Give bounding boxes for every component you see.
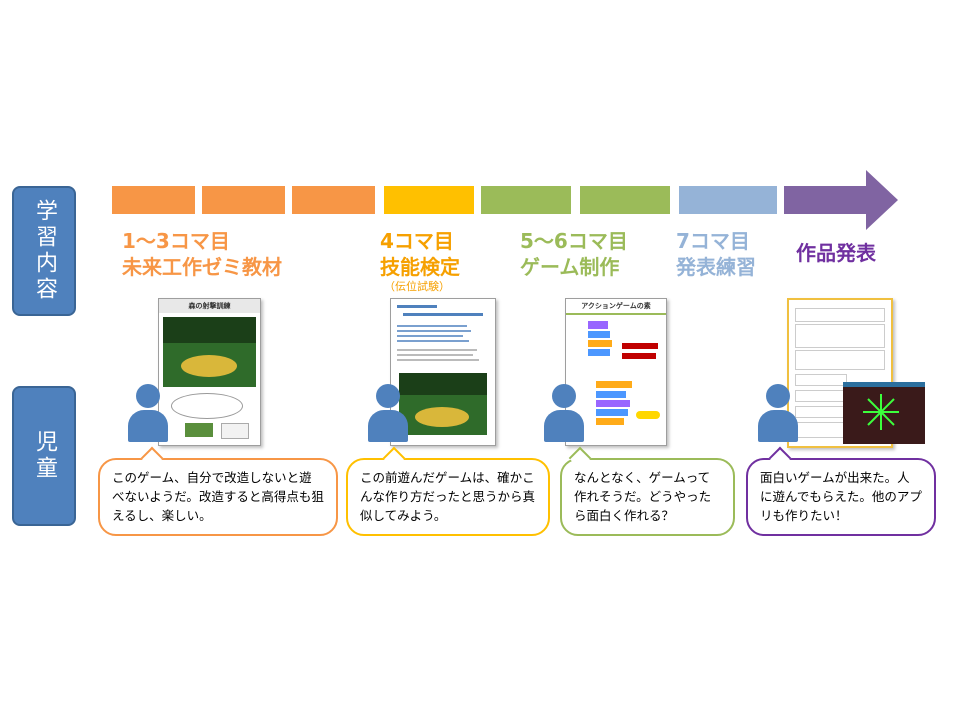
timeline-segment <box>202 186 285 214</box>
phase-label-4: 7コマ目発表練習 <box>676 229 756 279</box>
phase-label-1: 1～3コマ目未来工作ゼミ教材 <box>122 229 282 279</box>
student-icon <box>758 384 798 442</box>
timeline-segment <box>384 186 474 214</box>
timeline-arrow-icon <box>784 170 898 230</box>
phase-label-3: 5～6コマ目ゲーム制作 <box>520 229 628 279</box>
worksheet-thumbnail-2 <box>390 298 496 446</box>
student-icon <box>368 384 408 442</box>
phase-label-2: 4コマ目技能検定 （伝位試験） <box>380 229 460 293</box>
timeline-segment <box>679 186 777 214</box>
speech-bubble-2: この前遊んだゲームは、確かこんな作り方だったと思うから真似してみよう。 <box>346 458 550 536</box>
student-icon <box>128 384 168 442</box>
student-icon <box>544 384 584 442</box>
phase-sublabel: （伝位試験） <box>384 280 450 293</box>
timeline-segment <box>112 186 195 214</box>
phase-label-5: 作品発表 <box>796 241 876 265</box>
game-screenshot <box>399 373 487 435</box>
game-screen-image <box>843 382 925 444</box>
speech-bubble-4: 面白いゲームが出来た。人に遊んでもらえた。他のアプリも作りたい！ <box>746 458 936 536</box>
timeline-segment <box>481 186 571 214</box>
worksheet-thumbnail-1: 森の射撃訓練 <box>158 298 261 446</box>
game-screenshot <box>163 317 256 387</box>
worksheet-title: 森の射撃訓練 <box>159 299 260 313</box>
speech-bubble-1: このゲーム、自分で改造しないと遊べないようだ。改造すると高得点も狙えるし、楽しい… <box>98 458 338 536</box>
speech-bubble-3: なんとなく、ゲームって作れそうだ。どうやったら面白く作れる？ <box>560 458 735 536</box>
row-label-content: 学習内容 <box>12 186 76 316</box>
worksheet-title: アクションゲームの素 <box>566 299 666 315</box>
row-label-students: 児童 <box>12 386 76 526</box>
timeline-segment <box>292 186 375 214</box>
timeline-segment <box>580 186 670 214</box>
